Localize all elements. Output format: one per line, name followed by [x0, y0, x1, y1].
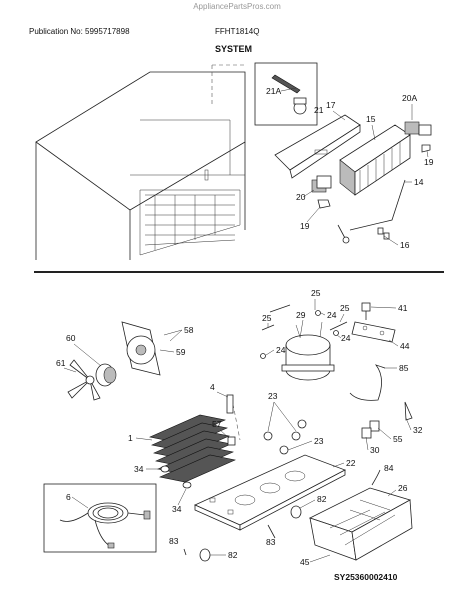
part-20 — [311, 175, 332, 193]
callout-21: 21 — [314, 105, 324, 115]
callout-61: 61 — [56, 358, 66, 368]
section-divider — [34, 271, 444, 273]
watermark-text: AppliancePartsPros.com — [193, 2, 281, 11]
callout-19b: 19 — [300, 221, 310, 231]
callout-24a: 24 — [327, 310, 337, 320]
callout-25a: 25 — [311, 288, 321, 298]
callout-84: 84 — [384, 463, 394, 473]
cabinet-outline — [35, 64, 246, 260]
drain-pan-26 — [308, 469, 413, 561]
cover-panel-17 — [274, 114, 361, 179]
callout-83b: 83 — [169, 536, 179, 546]
callout-44: 44 — [400, 341, 410, 351]
callout-17: 17 — [326, 100, 336, 110]
callout-34a: 34 — [134, 464, 144, 474]
callout-15: 15 — [366, 114, 376, 124]
callout-14: 14 — [414, 177, 424, 187]
callout-1: 1 — [128, 433, 133, 443]
fan-blade-61 — [67, 359, 101, 401]
inset-box-21 — [254, 62, 318, 126]
callout-23b: 23 — [314, 436, 324, 446]
callout-24c: 24 — [341, 333, 351, 343]
section-title: SYSTEM — [215, 44, 253, 54]
callout-59: 59 — [176, 347, 186, 357]
callout-24b: 24 — [276, 345, 286, 355]
callout-85: 85 — [399, 363, 409, 373]
callout-57: 57 — [212, 419, 222, 429]
callout-25b: 25 — [262, 313, 272, 323]
callout-23a: 23 — [268, 391, 278, 401]
part-20a — [404, 121, 432, 136]
publication-number: Publication No: 5995717898 — [29, 27, 130, 36]
callout-26: 26 — [398, 483, 408, 493]
callout-6: 6 — [66, 492, 71, 502]
model-number: FFHT1814Q — [215, 27, 260, 36]
callout-45: 45 — [300, 557, 310, 567]
callout-29: 29 — [296, 310, 306, 320]
callout-32: 32 — [413, 425, 423, 435]
callout-19a: 19 — [424, 157, 434, 167]
callout-30: 30 — [370, 445, 380, 455]
callout-22: 22 — [346, 458, 356, 468]
condenser-coil-15 — [339, 124, 411, 196]
base-plate-22 — [194, 454, 346, 531]
callout-34b: 34 — [172, 504, 182, 514]
callout-60: 60 — [66, 333, 76, 343]
callout-4: 4 — [210, 382, 215, 392]
power-cord-inset-6 — [43, 483, 157, 553]
compressor-29 — [281, 321, 335, 381]
callout-83a: 83 — [266, 537, 276, 547]
callout-20a: 20A — [402, 93, 417, 103]
callout-21a: 21A — [266, 86, 281, 96]
callout-20: 20 — [296, 192, 306, 202]
callout-41: 41 — [398, 303, 408, 313]
fan-motor-60 — [95, 363, 117, 387]
callout-82a: 82 — [317, 494, 327, 504]
callout-25c: 25 — [340, 303, 350, 313]
callout-55: 55 — [393, 434, 403, 444]
bracket-44 — [351, 302, 396, 343]
fan-shroud-59 — [121, 321, 161, 376]
condenser-coil-1 — [149, 414, 236, 483]
diagram-code: SY25360002410 — [334, 572, 398, 582]
callout-58: 58 — [184, 325, 194, 335]
callout-82b: 82 — [228, 550, 238, 560]
callout-16: 16 — [400, 240, 410, 250]
